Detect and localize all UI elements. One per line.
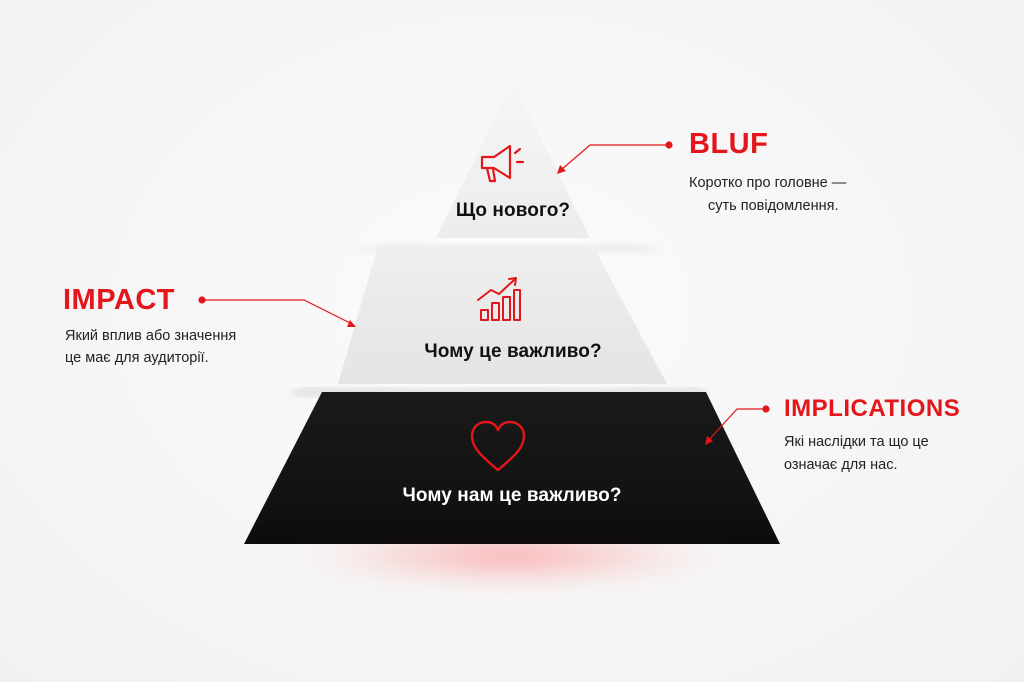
bluf-desc-line2: суть повідомлення. — [708, 198, 839, 214]
growth-chart-icon — [477, 277, 521, 321]
impact-desc-line1: Який вплив або значення — [65, 328, 237, 344]
implications-desc-line2: означає для нас. — [784, 457, 898, 473]
implications-connector — [705, 405, 770, 445]
impact-connector — [198, 296, 356, 327]
bluf-connector — [557, 141, 673, 174]
impact-title: IMPACT — [63, 284, 176, 316]
heart-icon — [470, 420, 526, 472]
pyramid-tier-top — [436, 82, 590, 238]
bluf-title: BLUF — [689, 128, 769, 160]
bluf-desc-line1: Коротко про головне — — [689, 175, 847, 191]
tier-top-label: Що нового? — [455, 200, 571, 221]
tier-middle-label: Чому це важливо? — [424, 341, 602, 362]
impact-desc-line2: це має для аудиторії. — [65, 350, 209, 366]
tier-bottom-label: Чому нам це важливо? — [402, 485, 622, 506]
pyramid-tier-bottom — [244, 392, 780, 544]
implications-title: IMPLICATIONS — [784, 395, 961, 422]
implications-desc-line1: Які наслідки та що це — [784, 434, 929, 450]
megaphone-icon — [480, 144, 525, 183]
